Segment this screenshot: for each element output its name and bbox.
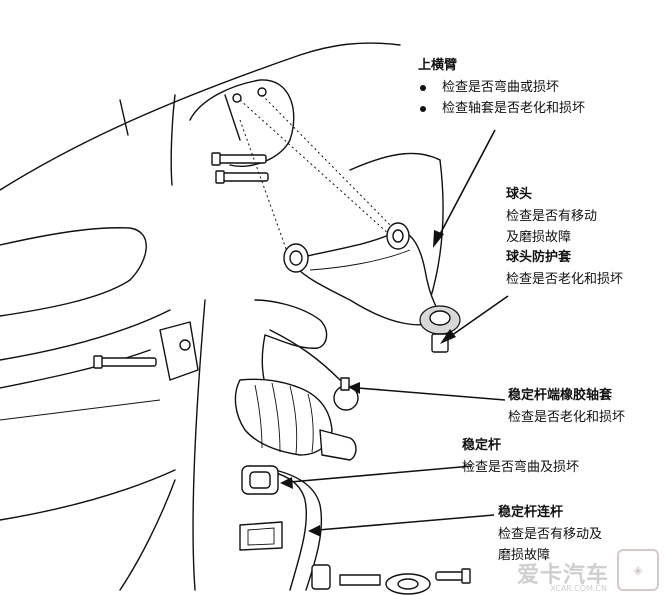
- upper-arm-title: 上横臂: [418, 58, 458, 73]
- ball-boot-title: 球头防护套: [506, 250, 572, 265]
- stab-link-line: 磨损故障: [498, 548, 551, 563]
- ball-joint-icon: [419, 305, 461, 353]
- leader-arrow-icon: [280, 477, 293, 489]
- bushing-icon: [283, 243, 309, 273]
- leader-arrow-icon: [348, 382, 360, 394]
- upper-arm-item: 检查是否弯曲或损坏: [420, 78, 559, 97]
- stab-bushing-line: 检查是否老化和损坏: [508, 410, 626, 425]
- stab-bar-title: 稳定杆: [462, 438, 502, 453]
- seal-icon: ◈: [617, 549, 659, 591]
- stab-link-title: 稳定杆连杆: [498, 505, 564, 520]
- ball-joint-line: 检查是否有移动: [506, 209, 598, 224]
- upper-arm-item: 检查轴套是否老化和损坏: [420, 99, 585, 118]
- leader-arrow-icon: [440, 329, 456, 344]
- ball-joint-line: 及磨损故障: [506, 230, 572, 245]
- leader-ball-joint: [447, 295, 509, 339]
- leader-arrow-icon: [308, 525, 321, 537]
- stabilizer-bushing-icon: [241, 465, 279, 495]
- bullet-icon: [420, 105, 426, 112]
- ball-joint-title: 球头: [506, 187, 533, 202]
- watermark-url: XCAR.COM.CN: [550, 584, 607, 593]
- bolt-icon: [215, 170, 269, 184]
- cv-boot-icon: [234, 378, 333, 456]
- leader-stab-bushing: [357, 387, 506, 401]
- stab-bar-line: 检查是否弯曲及损坏: [462, 460, 580, 475]
- ball-boot-line: 检查是否老化和损坏: [506, 272, 624, 287]
- stabilizer-bracket-icon: [239, 521, 283, 551]
- bushing-icon: [386, 222, 410, 250]
- leader-stab-bar: [289, 465, 473, 483]
- bolt-icon: [93, 355, 157, 369]
- leader-stab-link: [317, 514, 495, 531]
- watermark-logo: 爱卡汽车: [516, 563, 609, 588]
- bullet-icon: [420, 84, 426, 91]
- bushing-icon: [385, 573, 431, 595]
- stab-link-line: 检查是否有移动及: [498, 527, 603, 542]
- bolt-icon: [211, 152, 267, 166]
- stab-bushing-title: 稳定杆端橡胶轴套: [508, 388, 613, 403]
- leader-upper-arm: [437, 129, 496, 239]
- leader-arrow-icon: [433, 230, 444, 248]
